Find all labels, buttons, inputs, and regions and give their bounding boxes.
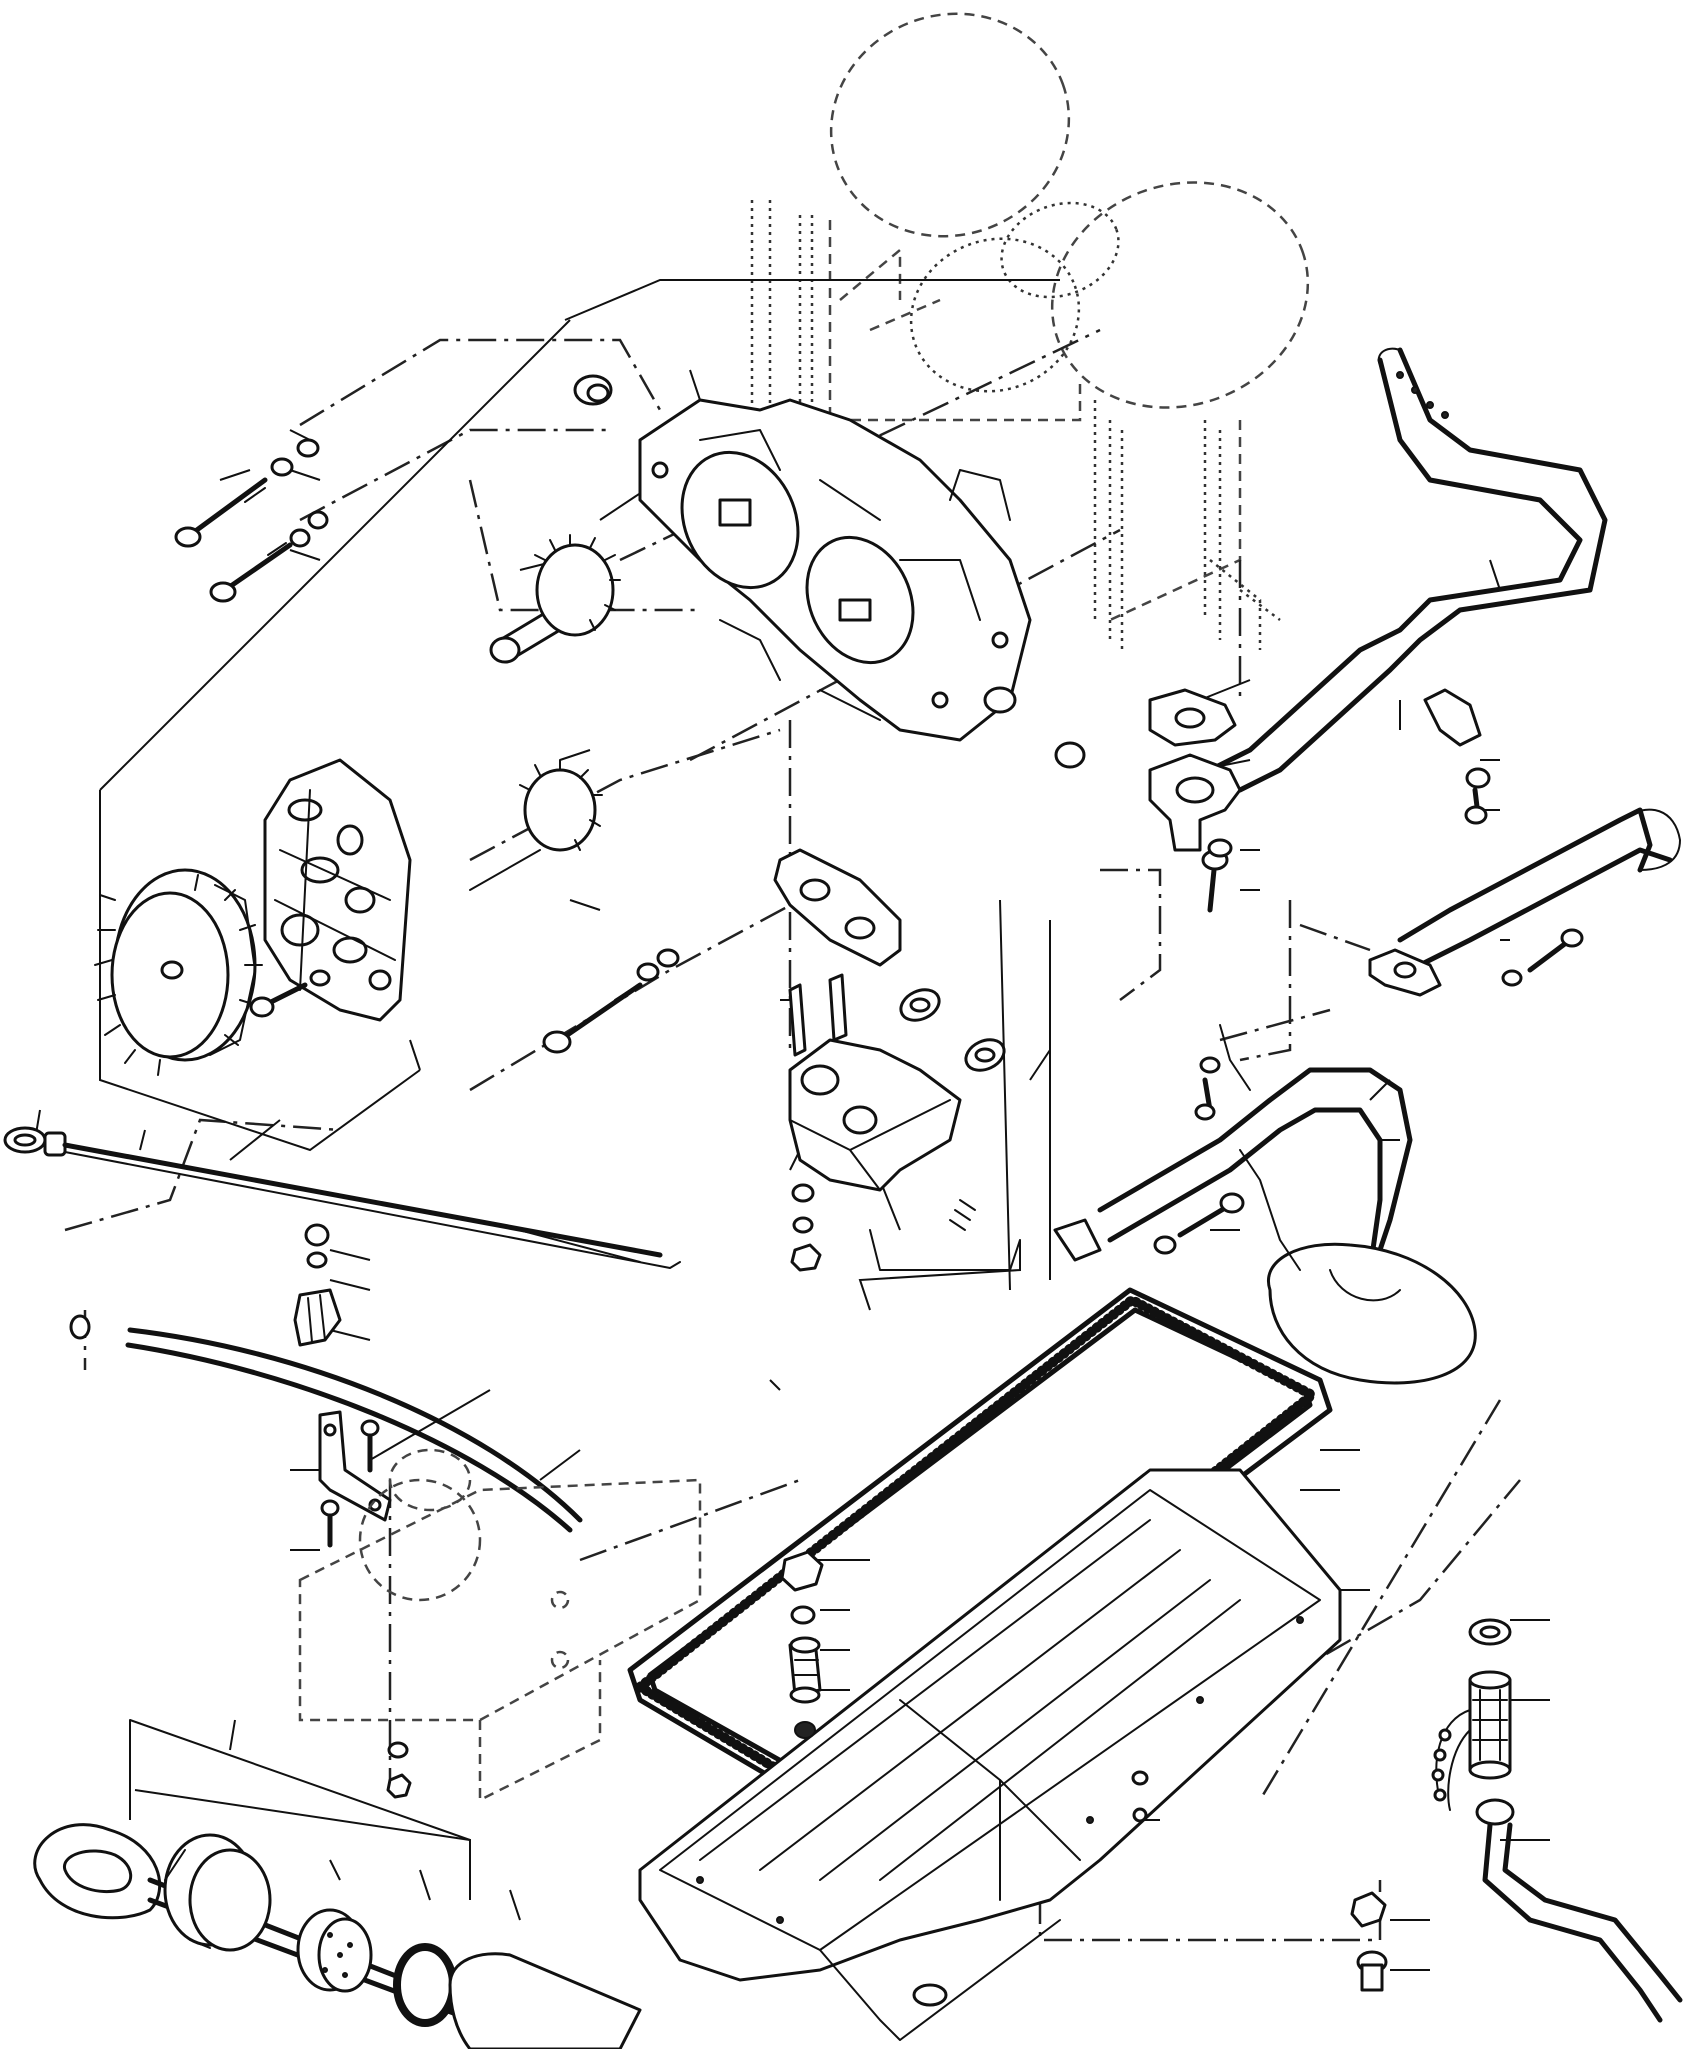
nut-icon (1350, 1891, 1387, 1928)
oil-suction-pipe (1148, 347, 1608, 913)
pump-driven-gear-shaft (469, 759, 603, 891)
nut-icon (304, 1223, 330, 1247)
housing-plug (573, 374, 613, 406)
bolt-icon (249, 982, 308, 1018)
nut-icon (780, 1550, 824, 1592)
o-ring (393, 1943, 457, 2027)
bolt-icon (1201, 849, 1229, 913)
bolt-icon (209, 542, 293, 603)
washer-icon (309, 969, 331, 987)
washer-icon (790, 1605, 816, 1625)
plug-icon (1356, 1950, 1388, 1992)
nut-icon (386, 1773, 412, 1799)
washer-icon (791, 1183, 815, 1203)
oil-pump-cover (263, 758, 412, 1022)
pump-gasket (773, 848, 902, 967)
washer-icon (307, 510, 329, 530)
washer-icon (270, 457, 294, 477)
washer-icon (387, 1741, 409, 1759)
plug-icon (912, 1983, 948, 2007)
long-mounting-bolt (542, 948, 680, 1054)
washer-icon (1131, 1770, 1149, 1786)
pump-drive-gear (94, 868, 331, 1076)
gasket-icon (899, 988, 941, 1022)
oil-level-sensor (780, 1550, 824, 1739)
relief-valve-block (788, 973, 1021, 1272)
nut-icon (1465, 767, 1491, 789)
dipstick-tube (69, 1223, 583, 1548)
spacer-ring (296, 1908, 373, 1993)
washer-icon (1199, 1056, 1221, 1074)
washer-icon (1501, 969, 1523, 987)
drain-plug (1350, 1891, 1388, 1992)
oil-pan (638, 1468, 1342, 2041)
gasket-icon (964, 1038, 1006, 1072)
bolt-icon (320, 1499, 340, 1548)
gasket-icon (773, 848, 902, 967)
washer-icon (636, 962, 660, 982)
washer-icon (1207, 838, 1233, 858)
gasket-icon (627, 1287, 1333, 1803)
gear-icon (534, 534, 621, 637)
gasket-icon (1368, 948, 1442, 997)
bolt-icon (1177, 1192, 1245, 1238)
washer-icon (306, 1251, 328, 1269)
gear-icon (519, 759, 603, 852)
rubber-grommet (163, 1833, 272, 1952)
washer-icon (656, 948, 680, 968)
dipstick (3, 1126, 681, 1269)
bolt-icon (360, 1419, 380, 1473)
oil-strainer (1053, 1024, 1477, 1385)
nut-icon (790, 1243, 822, 1272)
bolt-icon (1132, 1807, 1148, 1823)
bolt-icon (1527, 928, 1584, 973)
washer-icon (296, 438, 320, 458)
washer-icon (1153, 1235, 1177, 1255)
bolt-icon (174, 477, 268, 548)
oil-return-pipe (1368, 807, 1681, 997)
gear-icon (94, 868, 263, 1076)
bolt-icon (542, 982, 643, 1054)
washer-icon (289, 528, 311, 548)
washer-icon (792, 1216, 814, 1234)
gasket-icon (1148, 688, 1237, 747)
pipe-clamp (1423, 688, 1491, 825)
washer-icon (1468, 1618, 1512, 1646)
upper-left-bolts (174, 438, 329, 603)
phantom-lower-block (298, 1448, 702, 1803)
oil-pump-housing (638, 398, 1086, 769)
oil-filter-fitting (1431, 1618, 1683, 2023)
pump-drive-gear-shaft (489, 534, 621, 664)
oil-pan-gasket (627, 1287, 1333, 1803)
dipstick-detail-inset (33, 1719, 642, 2049)
